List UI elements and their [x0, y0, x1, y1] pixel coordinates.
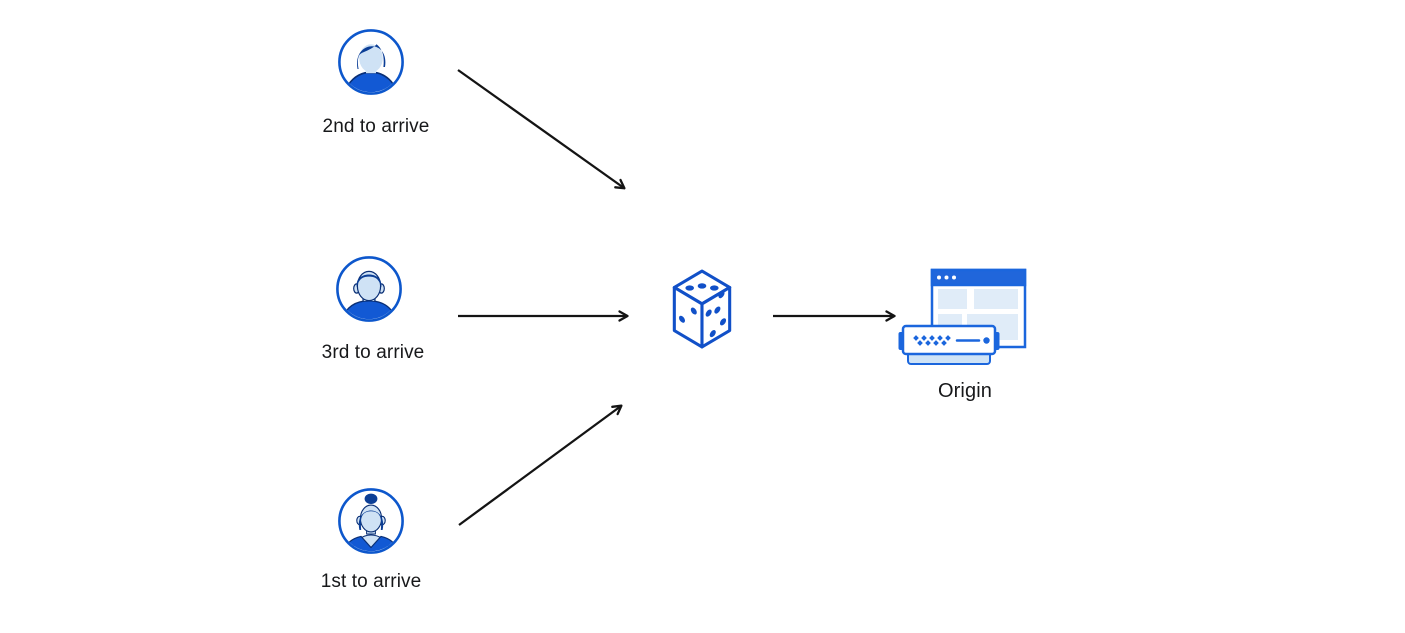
origin-server-browser-icon: [895, 260, 1030, 370]
origin-label: Origin: [938, 380, 992, 402]
user-label-1st: 1st to arrive: [320, 571, 422, 592]
man-flat-top-icon: [336, 256, 402, 322]
arrow-2nd-to-dice: [457, 69, 626, 190]
user-label-2nd: 2nd to arrive: [322, 116, 430, 137]
arrow-1st-to-dice: [458, 404, 623, 526]
woman-bun-icon: [338, 488, 404, 554]
man-swooped-hair-icon: [338, 29, 404, 95]
user-avatar-1st: [338, 488, 404, 554]
user-label-3rd: 3rd to arrive: [321, 342, 425, 363]
user-avatar-3rd: [336, 256, 402, 322]
dice-icon: [668, 268, 736, 350]
user-avatar-2nd: [338, 29, 404, 95]
